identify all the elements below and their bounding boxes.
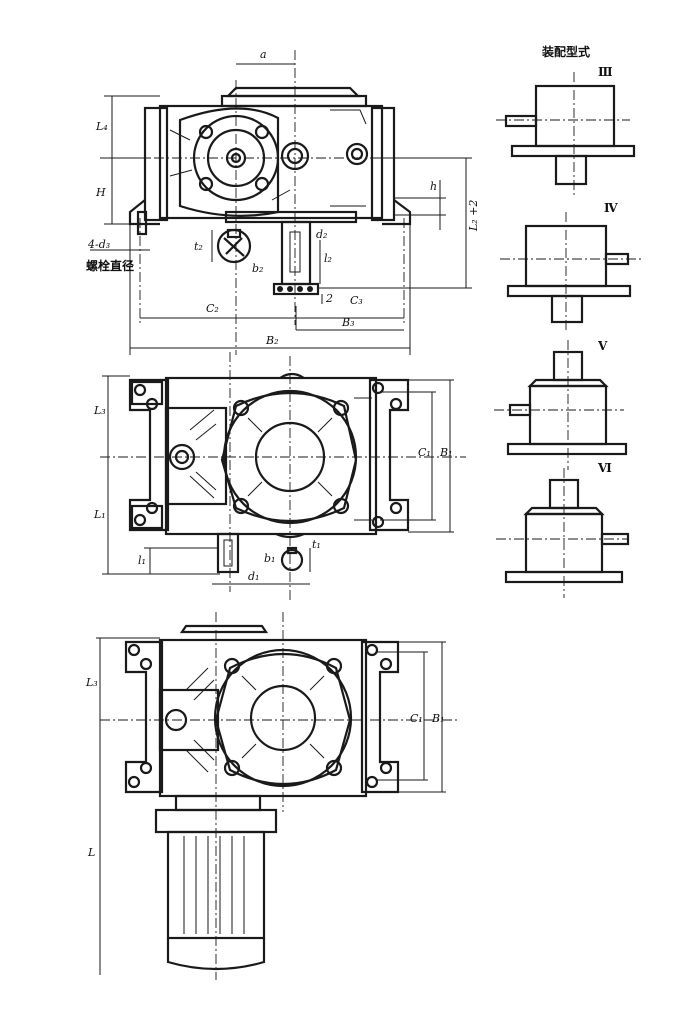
dim-B1-motor: B₁ bbox=[431, 712, 445, 725]
dim-b1: b₁ bbox=[264, 552, 275, 565]
dim-B3: B₃ bbox=[341, 316, 355, 329]
dim-C3: C₃ bbox=[350, 294, 363, 307]
dim-d1: d₁ bbox=[248, 570, 259, 583]
type-vi-label: Ⅵ bbox=[597, 461, 612, 475]
plan-view bbox=[100, 352, 466, 600]
front-view bbox=[90, 50, 472, 355]
dim-h: h bbox=[430, 180, 437, 193]
bolt-note: 螺栓直径 bbox=[86, 258, 134, 273]
assembly-type-iv bbox=[500, 212, 644, 330]
assembly-title: 装配型式 bbox=[541, 44, 590, 59]
dim-B1: B₁ bbox=[439, 446, 453, 459]
motor-view bbox=[96, 612, 460, 980]
dim-L2-plus-2: L₂ +2 bbox=[467, 200, 480, 232]
dim-t2: t₂ bbox=[194, 240, 203, 253]
type-iii-label: Ⅲ bbox=[598, 65, 613, 79]
dim-two: 2 bbox=[325, 292, 333, 305]
dim-l2: l₂ bbox=[324, 252, 332, 265]
dim-d3: 4-d₃ bbox=[87, 238, 110, 251]
dim-C2: C₂ bbox=[206, 302, 219, 315]
dim-l1: l₁ bbox=[138, 554, 146, 567]
dim-a: a bbox=[260, 48, 267, 61]
assembly-type-v bbox=[494, 340, 628, 470]
dim-t1: t₁ bbox=[312, 538, 321, 551]
assembly-type-vi bbox=[496, 468, 630, 598]
type-v-label: Ⅴ bbox=[597, 339, 608, 353]
type-iv-label: Ⅳ bbox=[604, 201, 618, 215]
dim-L3-motor: L₃ bbox=[85, 676, 98, 689]
dim-b2: b₂ bbox=[252, 262, 263, 275]
dim-L3: L₃ bbox=[93, 404, 106, 417]
dim-H: H bbox=[95, 186, 106, 199]
dim-C1: C₁ bbox=[418, 446, 431, 459]
assembly-type-iii bbox=[496, 72, 636, 196]
dim-L4: L₄ bbox=[95, 120, 108, 133]
dim-B2: B₂ bbox=[265, 334, 279, 347]
dim-L1: L₁ bbox=[93, 508, 106, 521]
dim-d2: d₂ bbox=[316, 228, 327, 241]
dim-L-motor: L bbox=[87, 846, 95, 859]
dim-C1-motor: C₁ bbox=[410, 712, 423, 725]
